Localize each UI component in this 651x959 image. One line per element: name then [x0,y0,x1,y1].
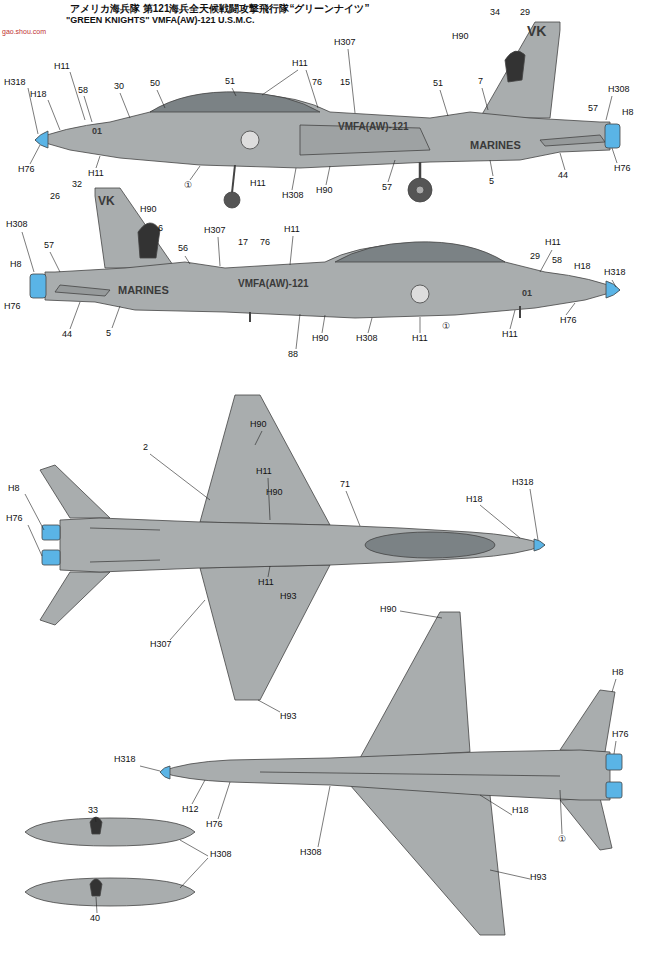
callout-number: 44 [62,330,72,340]
callout-number: H308 [608,85,630,95]
callout-number: H318 [4,78,26,88]
callout-number: H8 [8,484,20,494]
callout-number: H11 [412,334,428,344]
callout-number: H93 [280,592,297,602]
callout-number: 51 [225,77,235,87]
callout-number: H308 [282,191,304,201]
decal-text: VMFA(AW)-121 [238,278,309,289]
callout-number: H11 [88,169,104,179]
callout-number: H8 [612,668,624,678]
callout-number: H308 [210,850,232,860]
callout-number: H11 [545,238,561,248]
callout-number: 30 [114,82,124,92]
callout-number: H11 [284,225,300,235]
decal-text: 01 [92,127,102,137]
callout-number: H18 [30,90,47,100]
callout-number: H308 [300,848,322,858]
callout-number: 57 [382,183,392,193]
title: アメリカ海兵隊 第121海兵全天候戦闘攻撃飛行隊“グリーンナイツ” [70,3,369,14]
callout-number: 33 [88,806,98,816]
callout-number: H308 [6,220,28,230]
decal-text: MARINES [470,139,521,151]
callout-number: 29 [530,252,540,262]
callout-number: H18 [512,806,529,816]
callout-number: H76 [4,302,21,312]
callout-number: H8 [10,260,22,270]
callout-number: H11 [292,59,308,69]
callout-number: H18 [574,262,591,272]
callout-number: H11 [256,467,272,477]
callout-number: H90 [312,334,329,344]
decal-text: 01 [522,289,532,299]
callout-number: 26 [50,192,60,202]
callout-number: H318 [512,478,534,488]
decal-text: VK [98,195,115,208]
callout-number: 5 [489,177,494,187]
callout-number: H76 [6,514,23,524]
callout-number: H90 [452,32,469,42]
callout-number: 51 [433,79,443,89]
callout-number: 88 [288,350,298,360]
callout-number: 32 [72,180,82,190]
callout-number: 34 [490,8,500,18]
callout-number: H11 [250,179,266,189]
callout-number: 44 [558,171,568,181]
callout-number: 6 [158,224,163,234]
watermark: gao.shou.com [2,28,46,36]
callout-number: H11 [54,62,70,72]
callout-number: H90 [316,186,333,196]
callout-number: 57 [44,241,54,251]
callout-number: H11 [502,330,518,340]
callout-number: 57 [588,104,598,114]
decal-text: VK [527,24,546,39]
callout-number: 58 [78,86,88,96]
callout-number: H93 [280,712,297,722]
callout-number: ① [558,835,566,845]
callout-number: H90 [380,605,397,615]
callout-number: H307 [204,226,226,236]
callout-number: H307 [334,38,356,48]
callout-number: H12 [182,805,199,815]
callout-number: 76 [260,238,270,248]
callout-number: H93 [530,873,547,883]
decal-text: VMFA(AW)-121 [338,121,409,132]
callout-number: 76 [312,78,322,88]
decal-text: MARINES [118,284,169,296]
callout-number: H18 [466,495,483,505]
callout-number: H76 [612,730,629,740]
callout-number: H11 [258,578,274,588]
callout-number: 40 [90,914,100,924]
callout-number: 7 [478,77,483,87]
callout-number: 56 [178,244,188,254]
callout-number: H90 [250,420,267,430]
callout-number: H8 [622,108,634,118]
callout-number: 29 [520,8,530,18]
callout-number: 71 [340,480,350,490]
callout-number: H308 [356,334,378,344]
callout-number: H318 [604,268,626,278]
callout-number: 17 [238,238,248,248]
callout-number: H76 [614,164,631,174]
callout-number: H90 [266,488,283,498]
callout-number: 58 [552,256,562,266]
callout-number: 5 [106,329,111,339]
callout-number: 2 [143,443,148,453]
callout-number: ① [442,322,450,332]
subtitle: "GREEN KNIGHTS" VMFA(AW)-121 U.S.M.C. [66,16,255,26]
callout-number: ① [184,181,192,191]
callout-number: H90 [140,205,157,215]
callout-number: H76 [18,165,35,175]
callout-number: H318 [114,755,136,765]
callout-number: H76 [560,316,577,326]
callout-number: 50 [150,79,160,89]
callout-number: H307 [150,640,172,650]
callout-number: 15 [340,78,350,88]
callout-number: H76 [206,820,223,830]
